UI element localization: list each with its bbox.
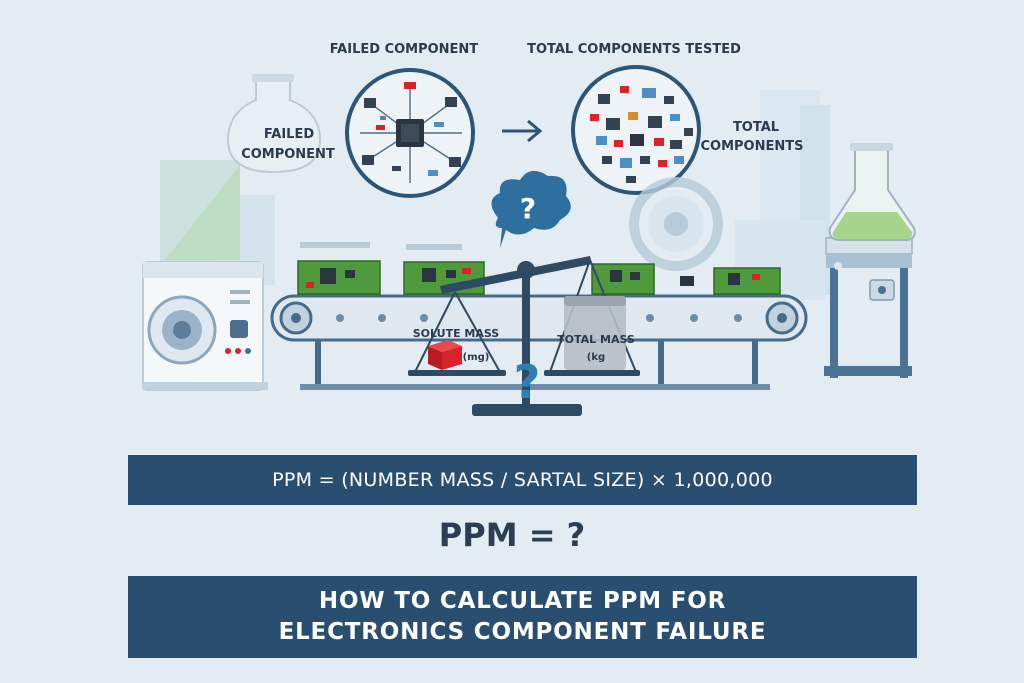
ppm-result: PPM = ? bbox=[438, 516, 586, 554]
background-panels bbox=[160, 90, 830, 300]
left-machine bbox=[142, 261, 268, 391]
total-components-circle bbox=[571, 65, 701, 195]
failed-component-label: FAILED COMPONENT bbox=[330, 42, 479, 57]
question-bubble: ? bbox=[491, 170, 571, 248]
gear-icon bbox=[629, 177, 723, 271]
formula-banner: PPM = (NUMBER MASS / SARTAL SIZE) × 1,00… bbox=[128, 455, 917, 505]
bubble-question-mark: ? bbox=[520, 192, 536, 225]
solute-mass-label: SOLUTE MASS bbox=[413, 327, 500, 340]
right-lab-bench bbox=[824, 143, 916, 378]
total-components-line2: COMPONENTS bbox=[701, 139, 804, 154]
failed-component-flask: FAILED COMPONENT bbox=[226, 74, 335, 174]
conveyor-belt bbox=[270, 294, 808, 390]
solute-unit-label: (mg) bbox=[463, 352, 490, 363]
title-line-1: HOW TO CALCULATE PPM FOR bbox=[318, 588, 727, 614]
arrow-icon bbox=[502, 119, 543, 143]
total-components-line1: TOTAL bbox=[733, 120, 779, 135]
title-line-2: ELECTRONICS COMPONENT FAILURE bbox=[278, 619, 767, 645]
ppm-illustration: FAILED COMPONENT FAILED COMPONENT TOTAL … bbox=[142, 42, 916, 416]
title-banner: HOW TO CALCULATE PPM FOR ELECTRONICS COM… bbox=[128, 576, 917, 658]
formula-text: PPM = (NUMBER MASS / SARTAL SIZE) × 1,00… bbox=[272, 469, 773, 491]
flask-failed-line1: FAILED bbox=[264, 127, 314, 142]
flask-failed-line2: COMPONENT bbox=[241, 147, 335, 162]
scale-question-mark: ? bbox=[514, 355, 541, 409]
total-mass-label: TOTAL MASS bbox=[557, 333, 635, 346]
total-unit-label: (kg bbox=[587, 352, 605, 363]
balance-scale: ? bbox=[408, 256, 640, 416]
total-tested-label: TOTAL COMPONENTS TESTED bbox=[527, 42, 741, 57]
failed-component-circle bbox=[345, 68, 475, 198]
